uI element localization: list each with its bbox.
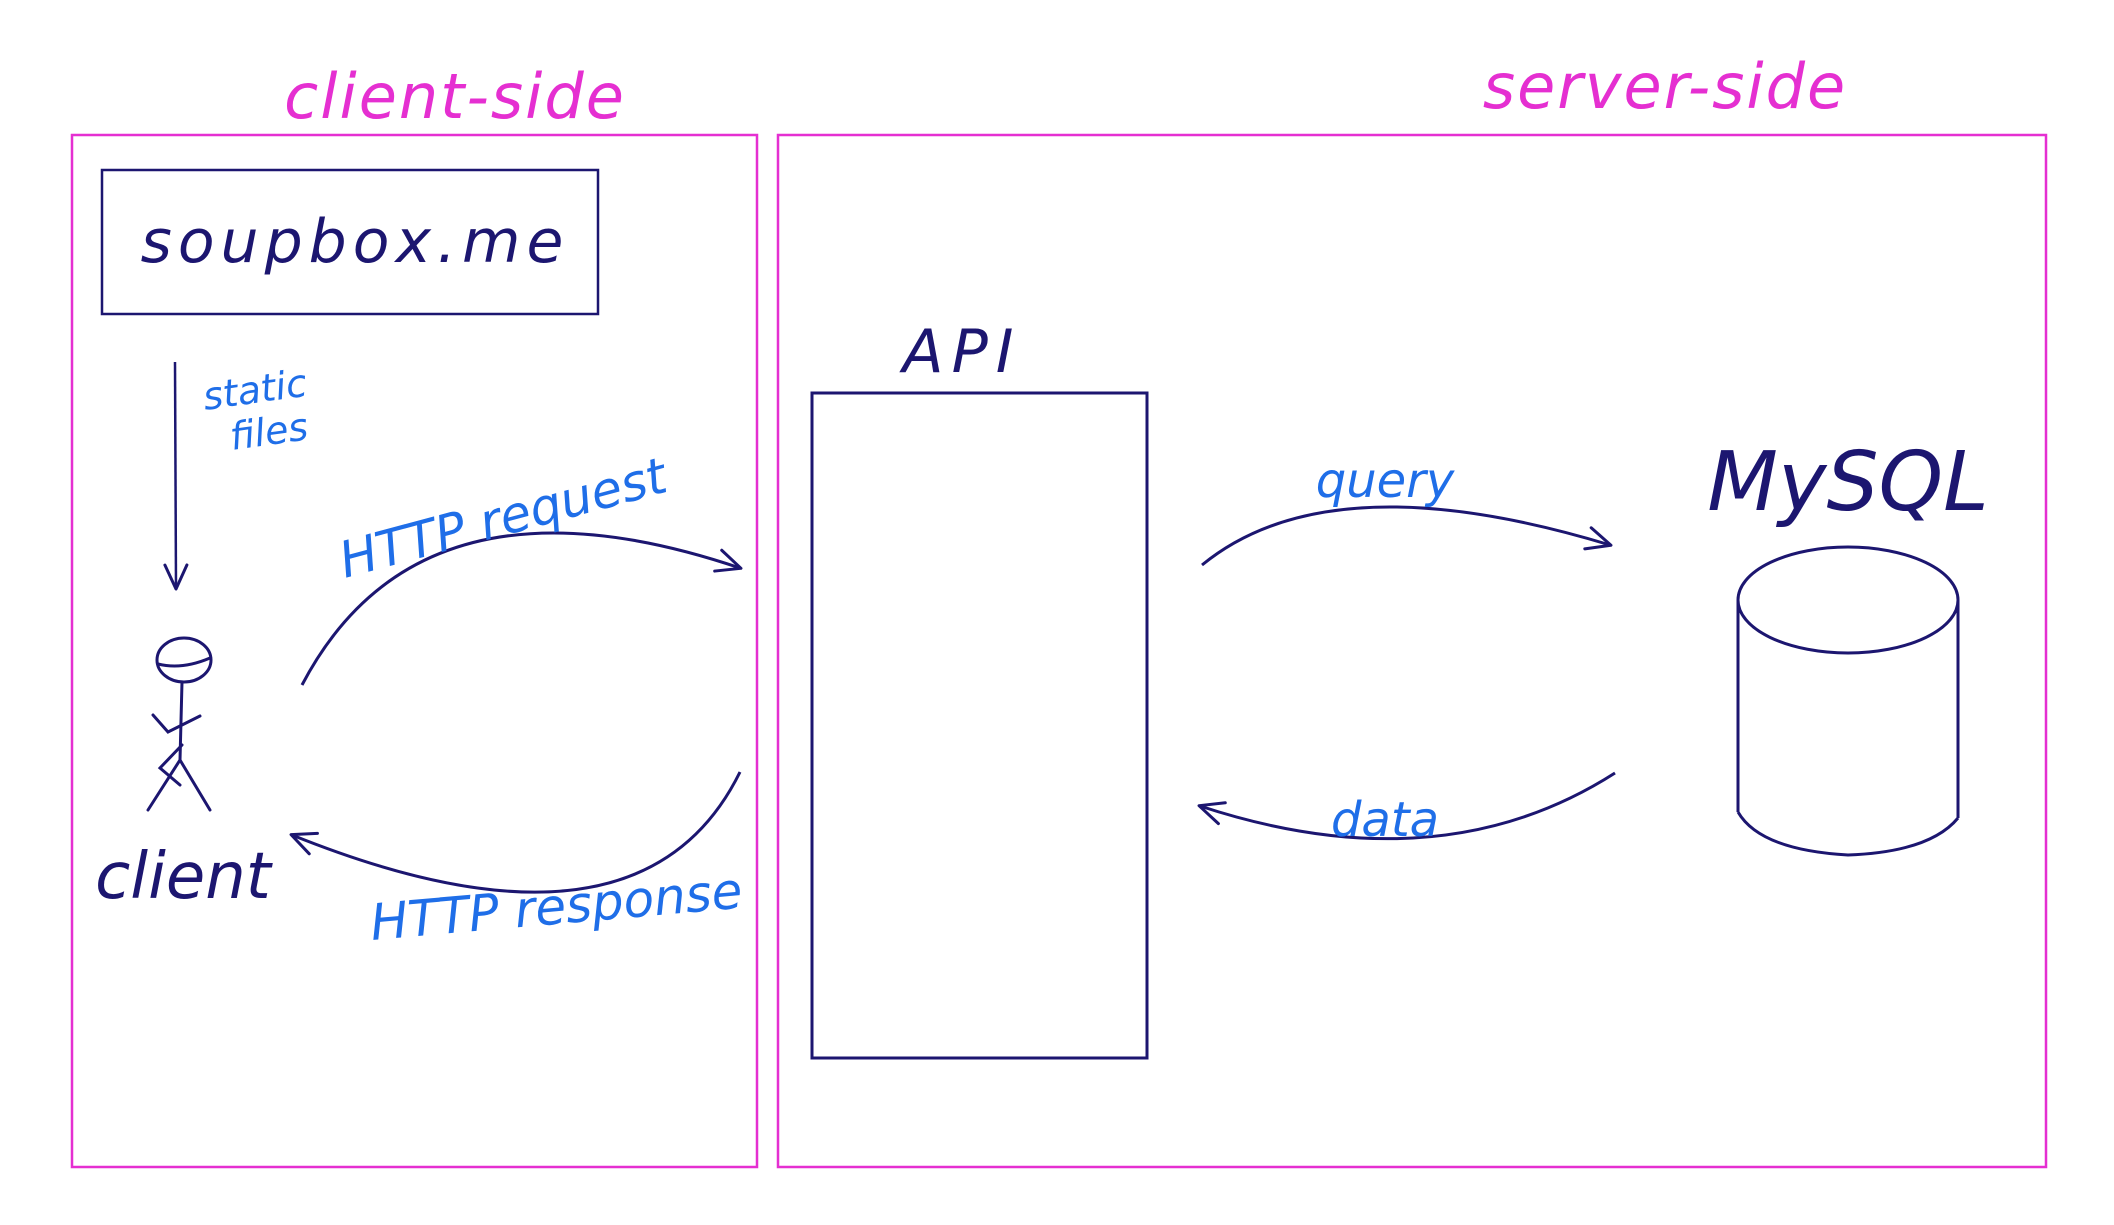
server-side-region (776, 133, 2048, 1169)
stick-figure-icon (146, 636, 213, 812)
query-arrow (1201, 505, 1613, 567)
server-side-label: server-side (1483, 50, 1847, 123)
data-arrow (1197, 771, 1616, 841)
http-request-label: HTTP request (333, 446, 675, 590)
http-request-arrow (300, 531, 743, 686)
http-response-label: HTTP response (368, 862, 745, 952)
query-label: query (1316, 453, 1455, 509)
website-label: soupbox.me (141, 207, 570, 277)
client-side-region (70, 133, 759, 1169)
static-files-label-line2: files (227, 404, 311, 458)
http-response-arrow (289, 771, 742, 894)
static-files-arrow (163, 361, 189, 591)
client-label: client (95, 840, 274, 914)
website-box (100, 168, 600, 316)
database-cylinder-icon (1736, 545, 1960, 857)
data-label: data (1331, 792, 1439, 848)
api-label: API (899, 317, 1022, 387)
api-box (810, 391, 1149, 1060)
database-label: MySQL (1707, 435, 1989, 530)
client-side-label: client-side (284, 60, 626, 133)
